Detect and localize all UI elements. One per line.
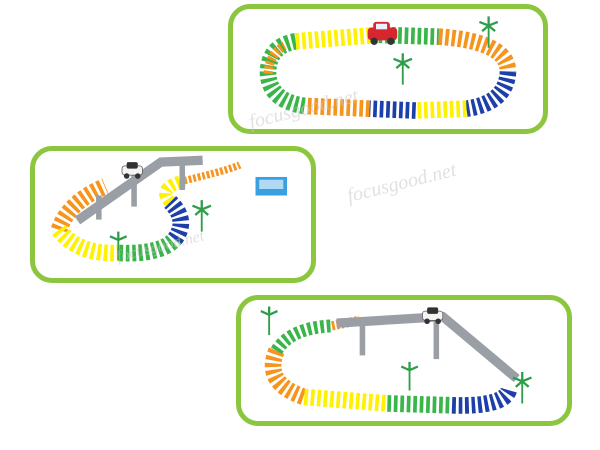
ramp-track-scene [260, 306, 532, 414]
track-winding [51, 161, 242, 262]
white-toy-car [121, 162, 143, 179]
palm-tree [260, 306, 278, 336]
palm-tree [512, 372, 532, 404]
palm-tree [393, 53, 413, 85]
palm-tree [192, 200, 212, 232]
ramp-bridge [336, 311, 520, 383]
palm-tree [400, 361, 419, 391]
ramp-track-panel [236, 295, 572, 426]
palm-tree [109, 231, 128, 261]
bridge-track-panel [30, 146, 316, 283]
blue-launch-pad [255, 176, 288, 196]
oval-track-scene [259, 16, 517, 119]
white-toy-car [422, 307, 444, 325]
bridge-track-scene [51, 155, 288, 262]
track-loop [264, 315, 518, 414]
palm-tree [478, 16, 499, 48]
track-oval [259, 26, 517, 119]
overpass-bridge [74, 155, 203, 225]
oval-track-panel [228, 4, 548, 134]
watermark-text: focusgood.net [344, 158, 459, 208]
red-toy-car [367, 21, 398, 45]
